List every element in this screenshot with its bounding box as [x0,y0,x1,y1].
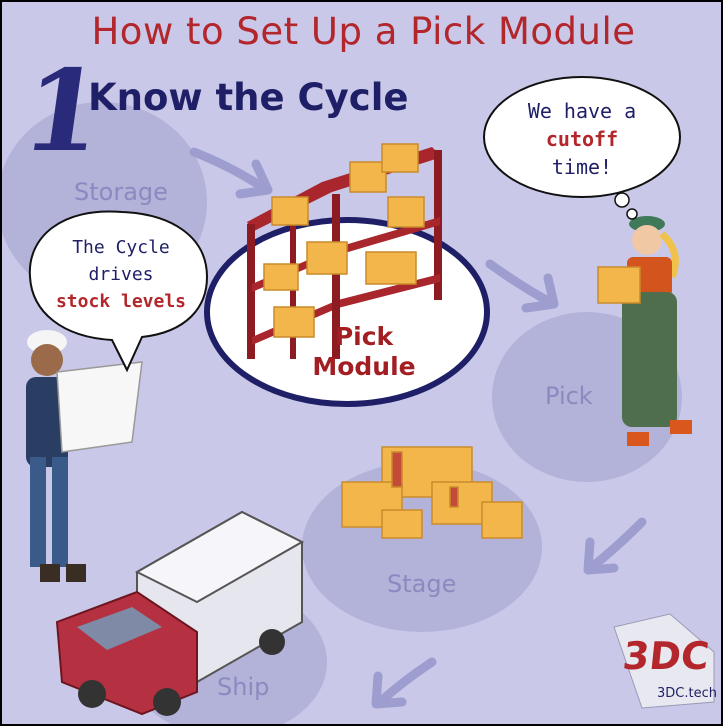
bubble-right-line1: We have a [527,99,637,123]
arrow-module-to-pick [485,259,555,307]
logo-block [613,613,715,709]
pick-module-label-line1: Pick [334,322,394,351]
stage-label-ship: Ship [217,673,270,701]
bubble-left [28,210,209,373]
bubble-right-line2: cutoff [545,127,619,151]
bubble-left-text: The Cycle drives stock levels [46,234,196,315]
bubble-left-line3: stock levels [55,291,187,312]
arrow-pick-to-stage [587,517,647,572]
logo-url: 3DC.tech [657,686,717,701]
arrow-stage-to-ship [375,657,437,707]
bubble-left-line2: drives [88,264,154,285]
logo-3dc: 3DC [620,634,712,678]
bubble-right-line3: time! [551,155,613,179]
boxes-on-rack [263,143,425,338]
truck-icon [55,510,305,716]
bubble-left-line1: The Cycle [72,237,170,258]
pick-module-label-line2: Module [312,352,416,381]
section-heading: Know the Cycle [88,76,409,119]
worker-left-icon [26,330,143,582]
stage-boxes [341,446,523,539]
pick-module-label: Pick Module [294,322,434,382]
worker-right-icon [597,216,692,446]
stage-label-storage: Storage [74,178,168,206]
page-title: How to Set Up a Pick Module [91,10,636,53]
bubble-right-text: We have a cutoff time! [502,97,662,181]
cycle-arrows [189,147,647,709]
stage-label-pick: Pick [545,382,593,410]
stage-label-stage: Stage [387,570,457,598]
arrow-storage-to-module [189,147,267,192]
bubble-right [483,76,681,198]
